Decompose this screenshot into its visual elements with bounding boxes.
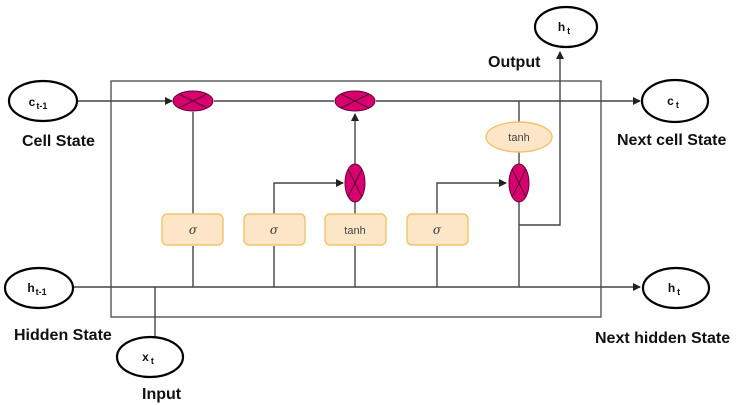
cell-tanh-label: tanh (508, 132, 529, 144)
output-gate-out-wire (436, 179, 507, 214)
cell-tanh: tanh (485, 121, 553, 153)
node-h-prev: ht-1 (3, 266, 75, 310)
label-input: Input (142, 386, 182, 403)
forget-multiply-icon (172, 90, 214, 112)
svg-text:xt: xt (142, 350, 154, 366)
node-c-prev: ct-1 (7, 79, 79, 123)
output-wire (519, 51, 564, 226)
forget-gate-label: σ (189, 223, 198, 237)
input-gate-out-wire (273, 179, 344, 214)
label-cell-state: Cell State (22, 133, 95, 150)
label-hidden-state: Hidden State (14, 327, 112, 344)
svg-text:ht: ht (558, 20, 570, 36)
input-multiply-icon (344, 163, 366, 203)
svg-text:ct: ct (667, 94, 679, 110)
candidate-gate-label: tanh (344, 225, 365, 237)
label-next-cell-state: Next cell State (617, 132, 726, 149)
label-next-hidden-state: Next hidden State (595, 330, 730, 347)
forget-gate: σ (161, 213, 224, 246)
output-gate: σ (406, 213, 469, 246)
output-multiply-icon (508, 163, 530, 203)
input-gate: σ (243, 213, 306, 246)
cell-boundary (110, 80, 602, 318)
input-multiply-to-cell-icon (334, 90, 376, 112)
label-output: Output (488, 54, 541, 71)
svg-text:ht-1: ht-1 (27, 281, 46, 297)
output-gate-label: σ (433, 223, 442, 237)
svg-text:ht: ht (668, 281, 680, 297)
input-gate-label: σ (270, 223, 279, 237)
svg-text:ct-1: ct-1 (29, 95, 48, 111)
candidate-gate: tanh (324, 213, 387, 246)
